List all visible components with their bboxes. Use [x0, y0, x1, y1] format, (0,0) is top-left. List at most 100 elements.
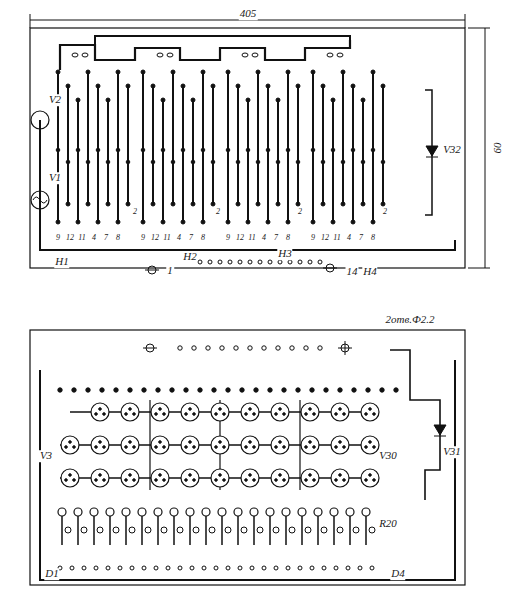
pad: [361, 98, 365, 102]
transistor-symbol: [331, 403, 349, 421]
pad: [126, 84, 130, 88]
trace: [285, 516, 287, 545]
pad: [321, 84, 325, 88]
trace: [61, 516, 63, 545]
pad: [266, 508, 274, 516]
pad: [276, 98, 280, 102]
transistor-symbol: [331, 436, 349, 454]
transistor-pin: [95, 413, 98, 416]
callout-number: R20: [378, 518, 398, 530]
pad: [286, 70, 290, 74]
callout-number: 7: [103, 234, 109, 242]
pad: [106, 202, 110, 206]
pad: [236, 160, 240, 164]
callout-number: 8: [115, 234, 121, 242]
pad: [256, 70, 260, 74]
pad: [106, 98, 110, 102]
transistor-symbol: [361, 436, 379, 454]
hole: [286, 566, 290, 570]
trace: [390, 350, 440, 500]
pad: [341, 202, 345, 206]
trace: [372, 72, 374, 222]
pad: [100, 388, 104, 392]
transistor-pin: [245, 413, 248, 416]
pad: [252, 53, 258, 57]
transistor-pin: [283, 479, 286, 482]
hole: [206, 346, 210, 350]
transistor-pin: [223, 446, 226, 449]
transistor-pin: [365, 413, 368, 416]
transistor-pin: [219, 441, 222, 444]
trace: [352, 86, 354, 222]
hole: [228, 260, 232, 264]
hole: [276, 346, 280, 350]
dimension-label: 405: [239, 8, 258, 20]
pad: [66, 202, 70, 206]
transistor-symbol: [241, 469, 259, 487]
trace: [382, 86, 384, 204]
transistor-symbol: [91, 436, 109, 454]
pad: [106, 160, 110, 164]
transistor-symbol: [361, 403, 379, 421]
pad: [191, 202, 195, 206]
transistor-pin: [163, 446, 166, 449]
callout-number: V31: [442, 446, 462, 458]
transistor-pin: [163, 413, 166, 416]
transistor-pin: [335, 446, 338, 449]
hole: [190, 566, 194, 570]
callout-number: 9: [55, 234, 61, 242]
transistor-symbol: [91, 469, 109, 487]
pad: [76, 98, 80, 102]
pad: [311, 148, 315, 152]
trace: [142, 72, 144, 222]
trace: [365, 516, 367, 545]
trace: [97, 86, 99, 222]
transistor-symbol: [271, 469, 289, 487]
pad: [97, 527, 103, 533]
transistor-pin: [245, 446, 248, 449]
pad: [310, 388, 314, 392]
pad: [141, 70, 145, 74]
pad: [351, 220, 355, 224]
callout-number: D1: [44, 568, 59, 580]
pad: [226, 148, 230, 152]
pad: [128, 388, 132, 392]
transistor-pin: [283, 413, 286, 416]
callout-number: 1: [166, 265, 174, 277]
trace: [117, 72, 119, 222]
hole: [248, 260, 252, 264]
transistor-pin: [305, 413, 308, 416]
diode-symbol: [426, 146, 438, 157]
pad: [371, 70, 375, 74]
pad: [96, 148, 100, 152]
pad: [129, 527, 135, 533]
transistor-symbol: [301, 403, 319, 421]
pad: [362, 508, 370, 516]
pad: [311, 220, 315, 224]
hole: [262, 566, 266, 570]
hole: [310, 566, 314, 570]
pad: [141, 220, 145, 224]
pad: [177, 527, 183, 533]
pad: [371, 148, 375, 152]
pad: [266, 220, 270, 224]
pad: [65, 527, 71, 533]
trace: [317, 516, 319, 545]
transistor-pin: [159, 441, 162, 444]
transistor-pin: [129, 474, 132, 477]
transistor-pin: [95, 446, 98, 449]
callout-number: 11: [77, 234, 86, 242]
transistor-pin: [249, 408, 252, 411]
lamp-symbol: [31, 111, 49, 129]
transistor-pin: [193, 446, 196, 449]
pad: [330, 508, 338, 516]
extension-line: [468, 268, 490, 269]
transistor-pin: [339, 441, 342, 444]
hole: [322, 566, 326, 570]
transistor-symbol: [241, 403, 259, 421]
transistor-pin: [69, 441, 72, 444]
callout-number: 2отв.Ф2.2: [384, 314, 435, 326]
pad: [191, 160, 195, 164]
hole: [290, 346, 294, 350]
mount-hole: [323, 268, 337, 269]
